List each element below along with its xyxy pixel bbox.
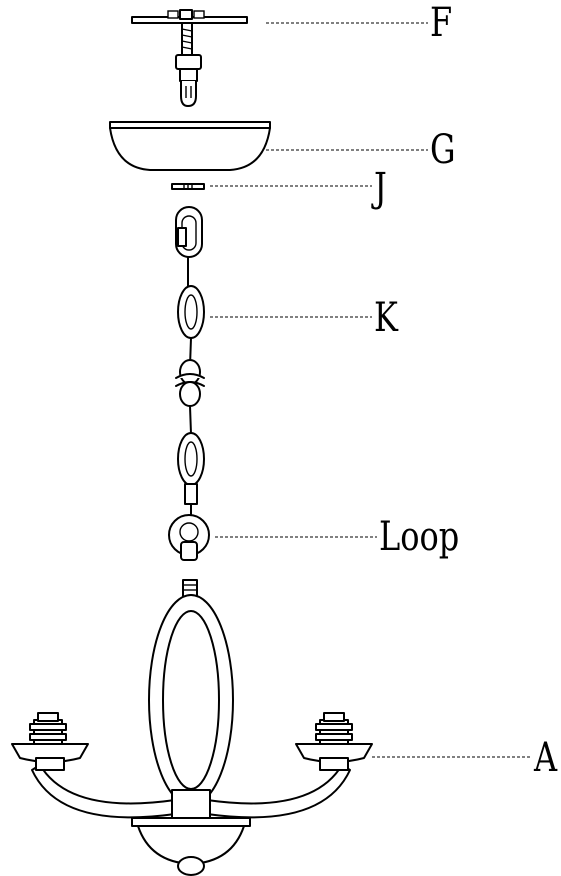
label-j: J xyxy=(374,165,387,211)
part-g-canopy xyxy=(109,121,271,171)
label-k: K xyxy=(374,295,398,341)
label-a: A xyxy=(534,735,558,781)
part-j-lock-nut xyxy=(171,183,205,190)
label-f: F xyxy=(430,0,453,46)
loop-part xyxy=(168,514,210,561)
label-loop: Loop xyxy=(379,514,460,560)
label-g: G xyxy=(430,127,456,173)
part-k-chain xyxy=(175,206,205,517)
part-a-chandelier-body xyxy=(11,579,373,876)
part-f-mounting-hardware xyxy=(131,9,248,107)
